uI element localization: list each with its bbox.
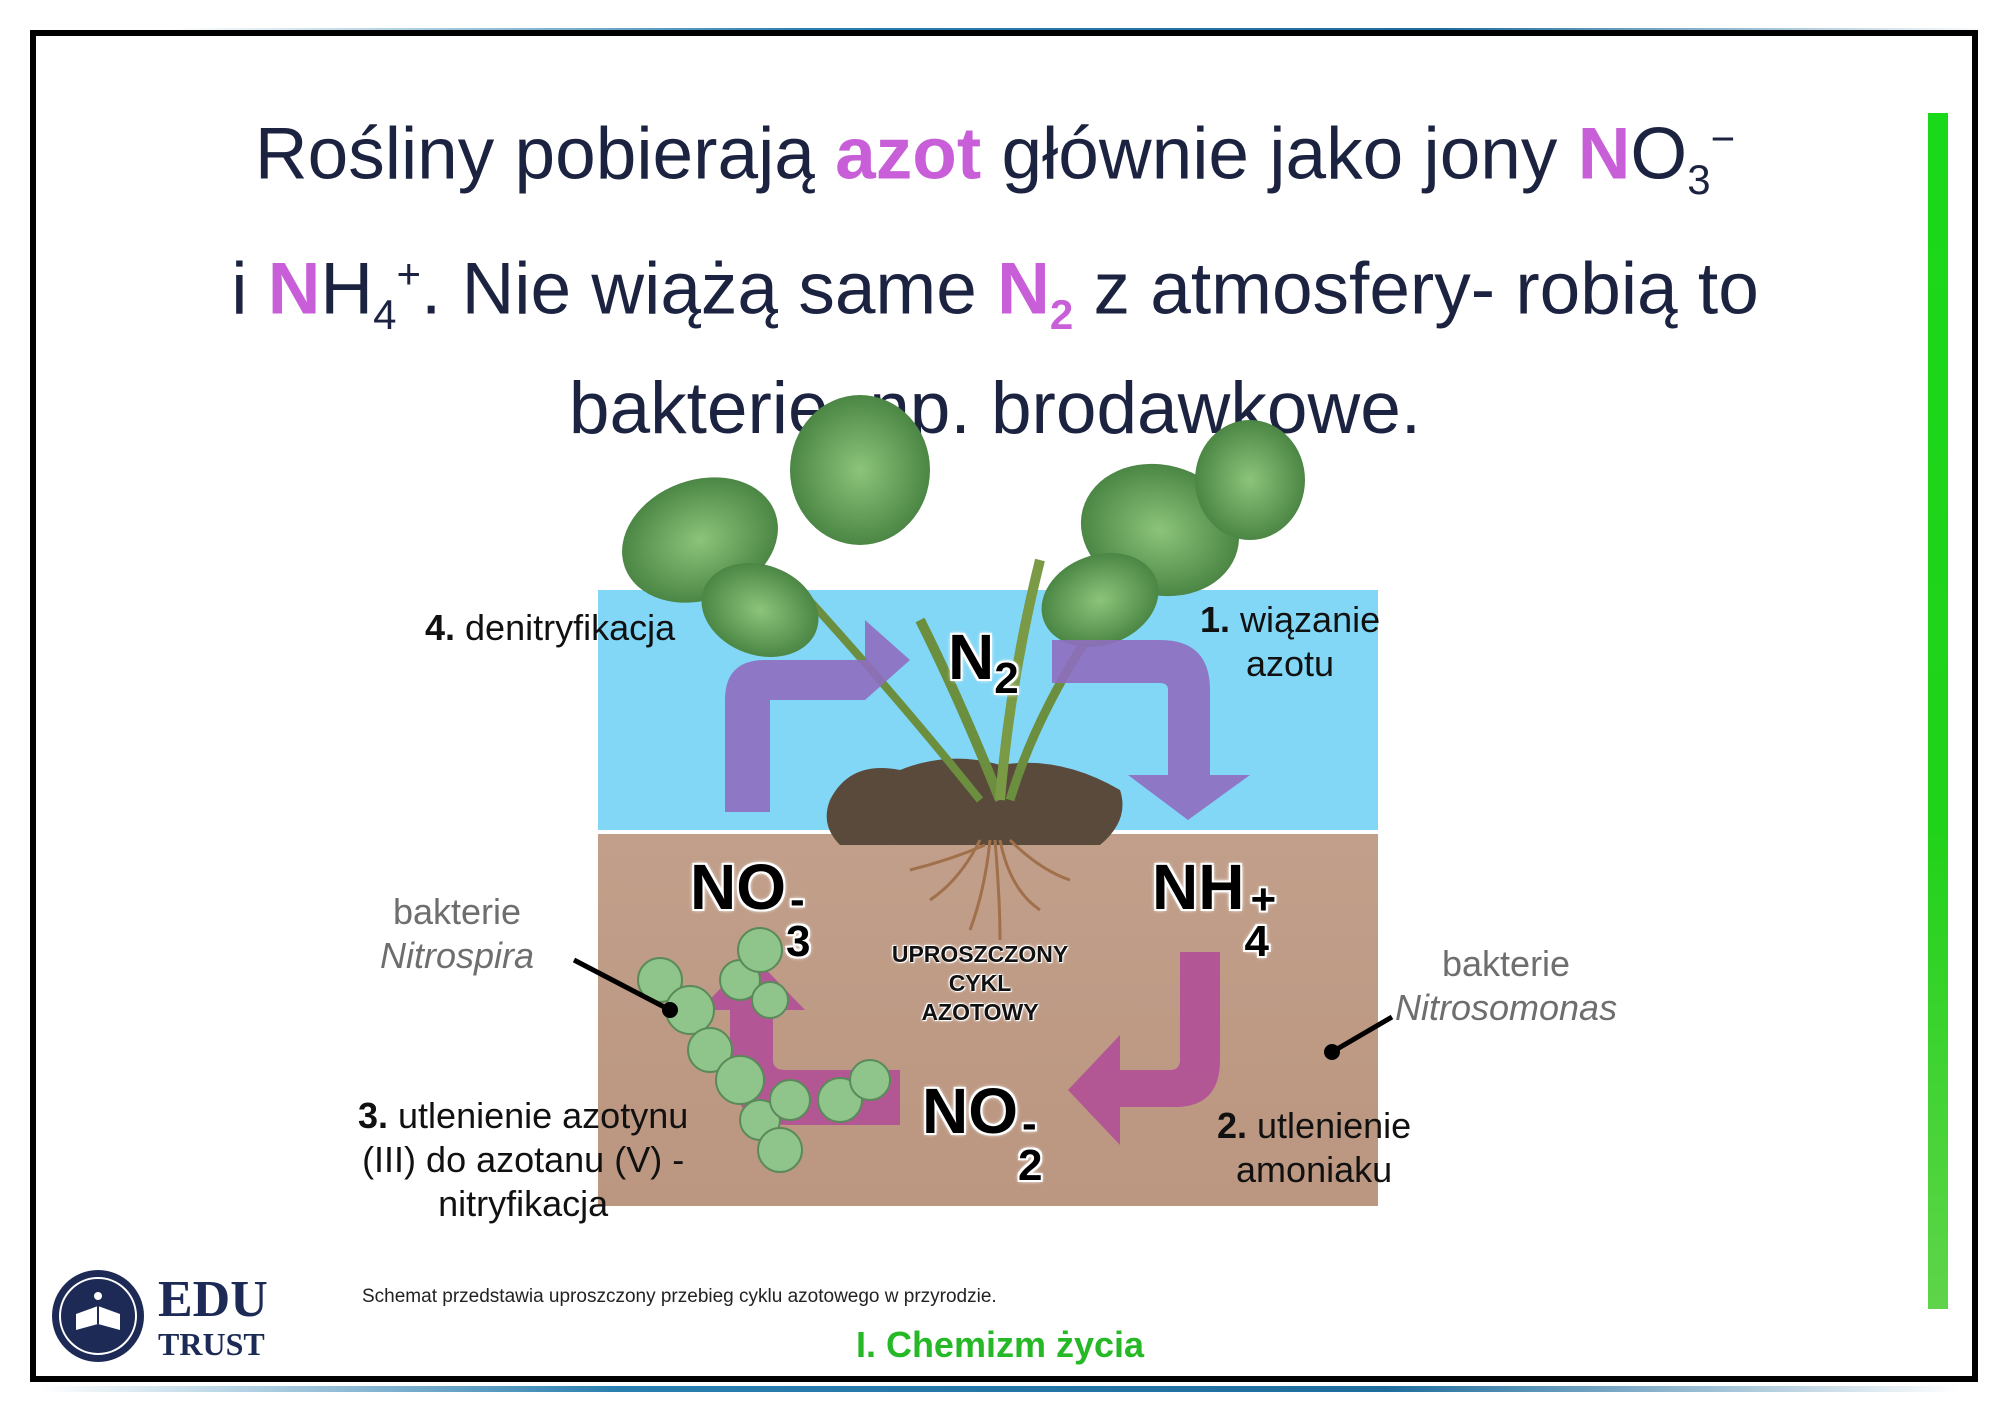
- step-3-label: 3. utlenienie azotynu(III) do azotanu (V…: [358, 1095, 689, 1224]
- logo-line-1: EDU: [158, 1271, 268, 1328]
- section-footer: I. Chemizm życia: [855, 1324, 1145, 1365]
- slide-frame: [30, 30, 1978, 1382]
- arrow-ammonia-oxidation: [1068, 952, 1220, 1145]
- pointer-dot-nitrospira: [662, 1002, 678, 1018]
- formula-nh4: NH+4: [1152, 851, 1277, 966]
- bottom-decor-line: [40, 1386, 1960, 1392]
- strawberry-plant-icon: [622, 395, 1305, 941]
- formula-no2: NO-2: [922, 1075, 1043, 1190]
- step-4-label: 4. denitryfikacja: [425, 607, 676, 648]
- soil-area: [598, 834, 1378, 1206]
- slide-title: Rośliny pobierają azot głównie jako jony…: [140, 92, 1850, 456]
- diagram-caption: Schemat przedstawia uproszczony przebieg…: [362, 1286, 997, 1307]
- title-line-1: Rośliny pobierają azot głównie jako jony…: [254, 113, 1736, 203]
- green-side-bar: [1928, 113, 1948, 1309]
- pointer-line-nitrosomonas: [1330, 1014, 1394, 1055]
- formula-n2: N2: [948, 621, 1019, 703]
- arrow-nitrogen-fixation: [1052, 640, 1250, 820]
- pointer-dot-nitrosomonas: [1324, 1044, 1340, 1060]
- arrow-denitrification: [725, 620, 910, 812]
- formula-no3: NO-3: [690, 851, 811, 966]
- logo-line-2: TRUST: [158, 1326, 265, 1362]
- edutrust-emblem-icon: [52, 1270, 144, 1362]
- pointer-line-nitrospira: [572, 957, 672, 1013]
- title-line-2: i NH4+. Nie wiążą same N2 z atmosfery- r…: [231, 248, 1759, 338]
